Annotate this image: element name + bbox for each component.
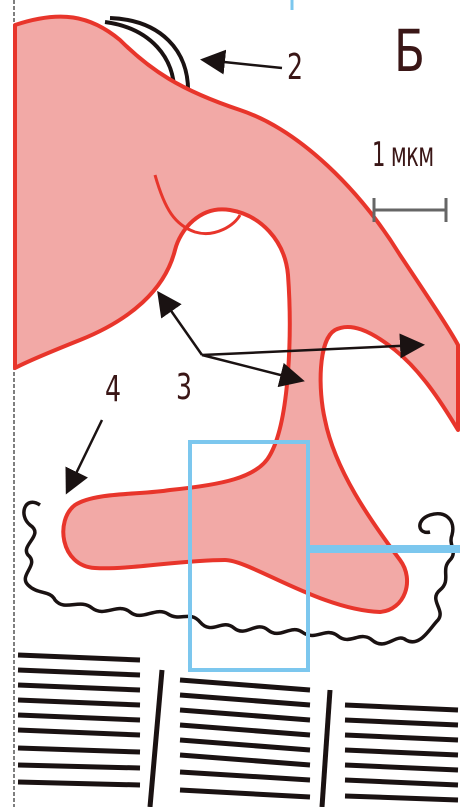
label-3: 3 — [176, 370, 192, 406]
panel-letter: Б — [394, 22, 425, 80]
scale-bar — [374, 198, 446, 222]
arrow-2 — [205, 60, 282, 68]
arrow-3b — [202, 355, 300, 380]
cell-processes-3 — [15, 17, 458, 612]
striated-bands — [18, 655, 458, 807]
label-2: 2 — [287, 50, 303, 86]
scale-bar-label: 1 мкм — [372, 138, 434, 172]
label-4: 4 — [105, 372, 121, 408]
arrow-3a — [160, 295, 202, 355]
arrow-4 — [68, 420, 102, 490]
